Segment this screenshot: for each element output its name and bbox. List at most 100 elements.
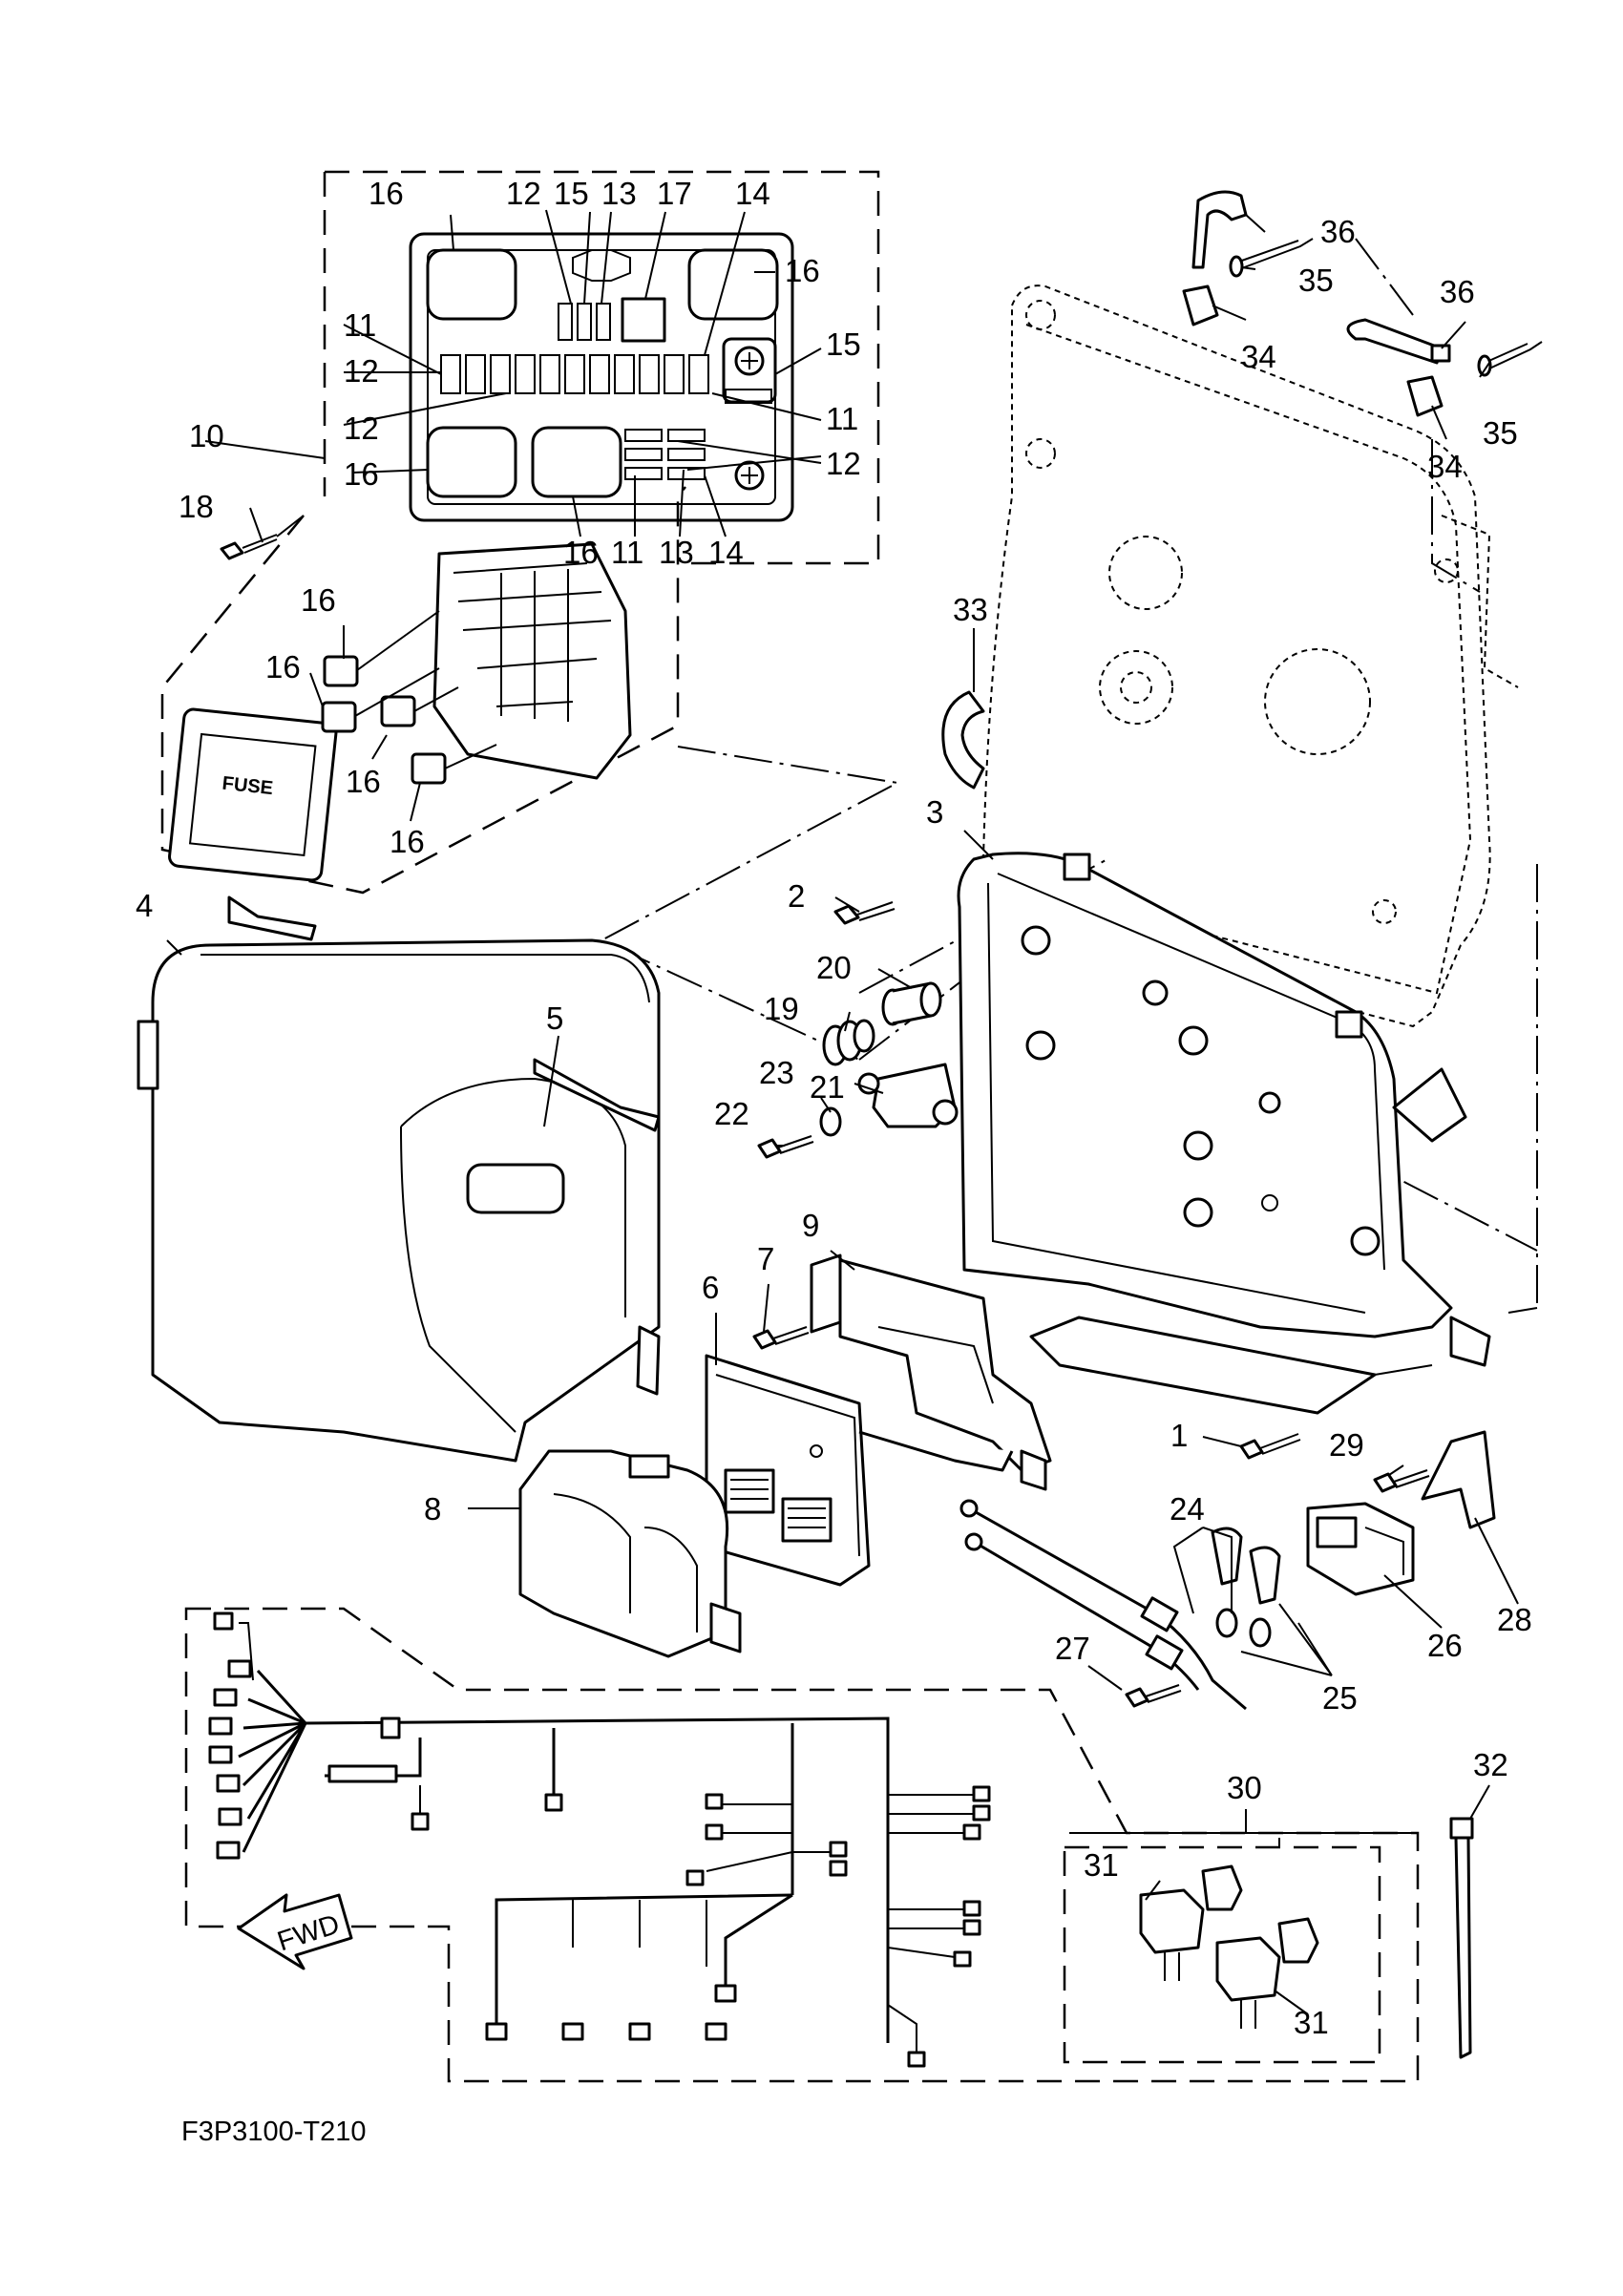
ignition-coil-31-left (1139, 1864, 1243, 1981)
grommet-33 (941, 690, 985, 790)
fuse-box-assembly: FUSE (160, 486, 686, 895)
callout-14-bottom: 14 (708, 535, 744, 570)
ecu-6 (705, 1354, 871, 1587)
ecu-holder-8 (518, 1449, 742, 1658)
callout-31-right: 31 (1294, 2005, 1329, 2040)
diagram-code: F3P3100-T210 (181, 2117, 366, 2147)
screw-29 (1373, 1469, 1430, 1493)
callout-12-left: 12 (344, 353, 379, 389)
callout-16-top: 16 (369, 176, 404, 211)
leader-lines (166, 214, 1519, 2015)
callout-29: 29 (1329, 1427, 1364, 1463)
ecu-connector-1 (724, 1468, 775, 1514)
callout-6: 6 (702, 1270, 719, 1305)
harness-boundary (184, 1607, 1420, 2083)
callout-13-top: 13 (601, 176, 637, 211)
ecu-connector-2 (781, 1497, 833, 1543)
callout-11-right: 11 (826, 401, 858, 436)
cover-4 (137, 895, 661, 1463)
callout-9: 9 (802, 1208, 819, 1243)
callout-18: 18 (179, 489, 214, 524)
callout-35-upper: 35 (1298, 263, 1334, 298)
wire-harness (208, 1611, 991, 2068)
holder-34-right (1406, 375, 1444, 417)
relay-26 (1306, 1502, 1415, 1596)
callout-3: 3 (926, 794, 943, 830)
cover-4-label-plate (466, 1163, 565, 1214)
callout-12-right: 12 (826, 446, 861, 481)
callout-5: 5 (546, 1001, 563, 1036)
callout-24: 24 (1170, 1491, 1205, 1527)
callout-36-right: 36 (1440, 274, 1475, 309)
callout-31-left: 31 (1084, 1847, 1119, 1883)
cable-tie-36-right (1346, 318, 1451, 365)
pin-35-upper (1229, 238, 1314, 278)
callout-25: 25 (1322, 1680, 1358, 1716)
relay-slot-bottom-center (531, 426, 622, 498)
callout-15-right: 15 (826, 326, 861, 362)
callout-36-upper: 36 (1320, 214, 1356, 249)
chain-line-4 (1507, 864, 1538, 1314)
callout-12-top: 12 (506, 176, 541, 211)
relay-16-2 (321, 701, 357, 733)
sensor-21 (857, 1063, 959, 1128)
callout-4: 4 (136, 888, 153, 923)
callout-16-bottom: 16 (563, 535, 599, 570)
callout-16-right: 16 (785, 253, 820, 288)
screw-27 (1125, 1684, 1182, 1708)
coil-set-30-box (1063, 1845, 1381, 2064)
callout-1: 1 (1170, 1418, 1188, 1453)
relay-16-1 (323, 655, 359, 687)
relay-slot-bottom-left (426, 426, 517, 498)
terminal-cover-24 (1211, 1527, 1243, 1586)
callout-13-bottom: 13 (659, 535, 694, 570)
callout-19: 19 (764, 991, 799, 1026)
callout-10: 10 (189, 418, 224, 453)
callout-16-relay-d: 16 (390, 824, 425, 859)
bracket-28 (1421, 1430, 1496, 1529)
fwd-direction-arrow: FWD (237, 1893, 353, 1970)
callout-16-relay-a: 16 (301, 582, 336, 618)
mounting-plate-ghost (981, 284, 1519, 1028)
callout-32: 32 (1473, 1747, 1508, 1782)
holder-34-upper (1182, 284, 1219, 326)
callout-34-upper: 34 (1241, 339, 1276, 374)
grommet-19 (822, 1019, 875, 1066)
cable-tie-36-upper (1191, 190, 1248, 269)
screw-7 (752, 1326, 810, 1350)
callout-14-top: 14 (735, 176, 770, 211)
pin-35-right (1477, 341, 1543, 377)
relay-16-4 (411, 752, 447, 785)
relay-slot-top-left (426, 248, 517, 321)
cover-4-clip (227, 895, 317, 941)
screw-1 (1239, 1433, 1301, 1460)
ignition-coil-31-right (1215, 1917, 1319, 2029)
callout-21: 21 (810, 1069, 845, 1105)
callout-17: 17 (657, 176, 692, 211)
callout-23: 23 (759, 1055, 794, 1090)
mini-fuse-row (440, 354, 709, 394)
bracket-3 (957, 852, 1491, 1415)
callout-labels: 10 18 16 12 15 13 17 14 16 11 12 12 16 1… (136, 176, 1532, 2040)
callout-27: 27 (1055, 1631, 1090, 1666)
collar-20 (881, 981, 942, 1026)
chain-line-1 (599, 746, 901, 1061)
screw-2 (833, 901, 896, 925)
relay-slot-top-right (687, 248, 779, 321)
cable-tie-32 (1449, 1817, 1474, 2059)
fuse-box-detail-inset (323, 170, 880, 568)
bracket-tab-right (1335, 1010, 1363, 1039)
washer-23 (819, 1106, 842, 1137)
callout-8: 8 (424, 1491, 441, 1527)
callout-12-left-2: 12 (344, 411, 379, 446)
callout-34-right: 34 (1427, 449, 1463, 484)
callout-15-top: 15 (554, 176, 589, 211)
terminal-cover-24b (1249, 1546, 1281, 1605)
callout-28: 28 (1497, 1602, 1532, 1637)
chain-line-5 (1355, 238, 1481, 593)
callout-35-right: 35 (1483, 415, 1518, 451)
callout-26: 26 (1427, 1628, 1463, 1663)
callout-33: 33 (953, 592, 988, 627)
coil-set-30-bracket (1069, 1809, 1419, 1847)
